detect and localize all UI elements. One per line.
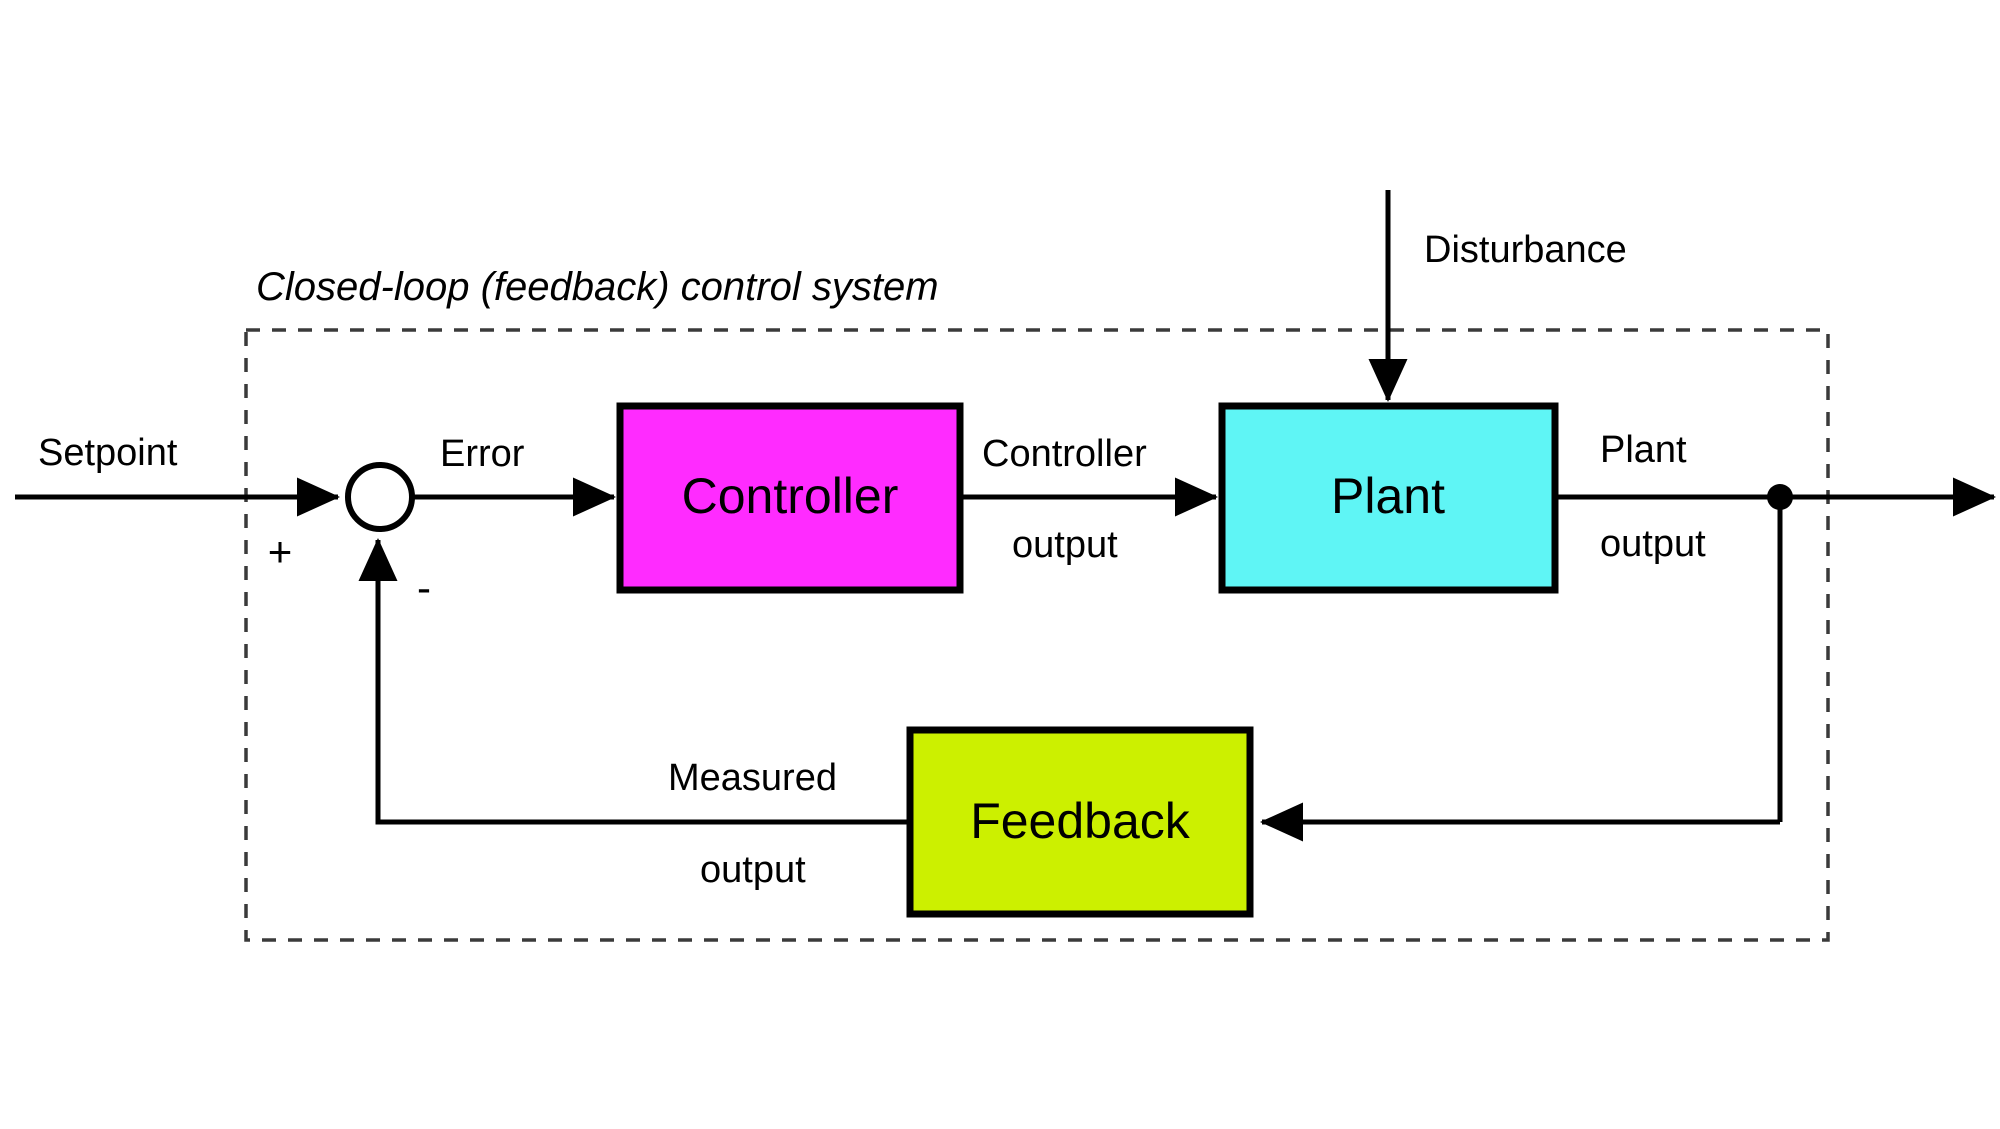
summing-plus-sign: + [268, 528, 293, 575]
controller-output-label-line2: output [1012, 524, 1118, 566]
system-boundary-dashed-rect [244, 328, 1830, 942]
feedback-block-label: Feedback [970, 793, 1191, 849]
feedback-block[interactable] [906, 726, 1254, 918]
plant-output-label-line1: Plant [1600, 429, 1687, 471]
measured-output-label-line1: Measured [668, 757, 837, 799]
summing-minus-sign: - [417, 564, 431, 611]
plant-block-label: Plant [1331, 468, 1445, 524]
controller-block-label: Controller [682, 468, 899, 524]
summing-junction-circle [345, 462, 415, 532]
measured-output-label-line2: output [700, 849, 806, 891]
setpoint-label: Setpoint [38, 432, 178, 474]
error-label: Error [440, 433, 525, 475]
disturbance-label: Disturbance [1424, 229, 1627, 271]
plant-output-label-line2: output [1600, 523, 1706, 565]
plant-block[interactable] [1218, 402, 1559, 594]
controller-output-label-line1: Controller [982, 433, 1147, 475]
boundary-title: Closed-loop (feedback) control system [256, 265, 939, 309]
measured-output-wire [358, 537, 910, 825]
controller-block[interactable] [616, 402, 964, 594]
